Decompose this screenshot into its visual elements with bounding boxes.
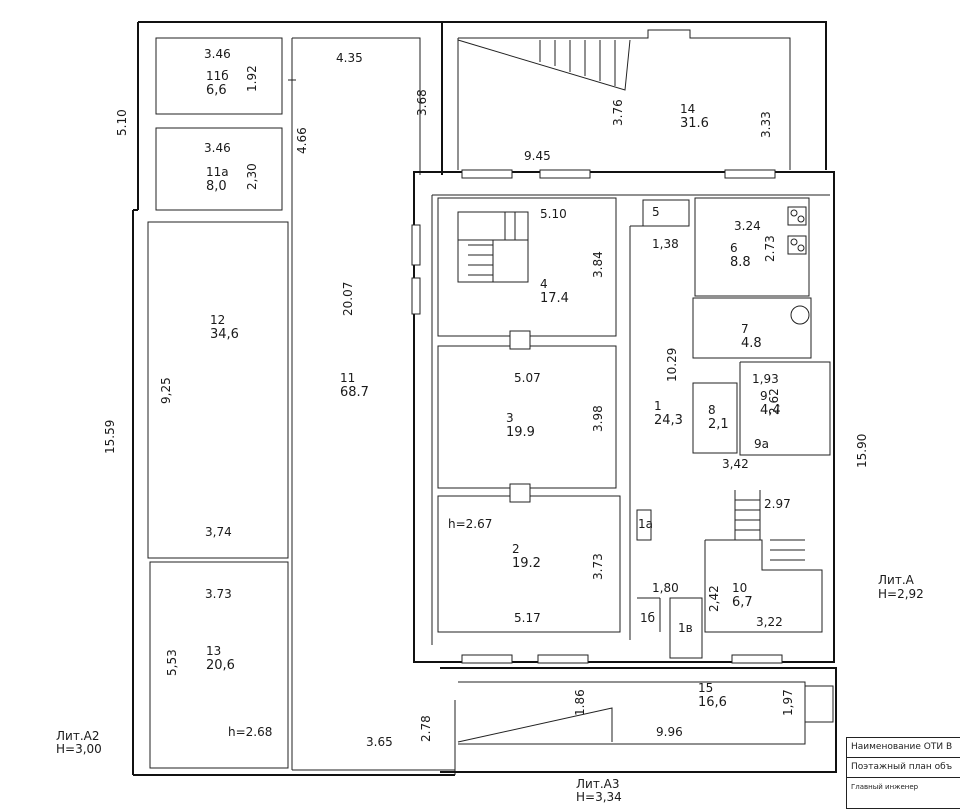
dim-1-92: 1.92	[245, 65, 259, 92]
dim-3-73-room2: 3.73	[591, 553, 605, 580]
room-12-number: 12	[210, 313, 225, 327]
room-9-area: 4,4	[760, 403, 781, 418]
room-2-ceiling-height: h=2.67	[448, 517, 492, 531]
room-11b-area: 6,6	[206, 83, 227, 98]
dim-3-24: 3.24	[734, 219, 761, 233]
title-block-engineer: Главный инженер	[851, 783, 919, 791]
dim-3-33: 3.33	[759, 111, 773, 138]
room-4-number: 4	[540, 277, 548, 291]
dim-1-38: 1,38	[652, 237, 679, 251]
lit-a3-height: H=3,34	[576, 790, 622, 803]
room-12-area: 34,6	[210, 327, 239, 342]
dim-3-84: 3.84	[591, 251, 605, 278]
room-1b-number: 1б	[640, 611, 655, 625]
room-2-number: 2	[512, 542, 520, 556]
dim-2-78: 2.78	[419, 715, 433, 742]
lit-a3-name: Лит.А3	[576, 777, 619, 791]
top-building-walls	[442, 21, 827, 170]
room-13-area: 20,6	[206, 658, 235, 673]
room-2-area: 19.2	[512, 556, 541, 571]
room-3-area: 19.9	[506, 425, 535, 440]
room-11b-number: 11б	[206, 69, 229, 83]
bottom-building-walls	[440, 667, 837, 773]
room-14-number: 14	[680, 102, 695, 116]
room-15-area: 16,6	[698, 695, 727, 710]
room-7-number: 7	[741, 322, 749, 336]
dim-2-97: 2.97	[764, 497, 791, 511]
dim-2-42: 2,42	[707, 585, 721, 612]
dim-5-53: 5,53	[165, 649, 179, 676]
dim-3-42: 3,42	[722, 457, 749, 471]
dim-15-59: 15.59	[103, 420, 117, 454]
room-1v-number: 1в	[678, 621, 693, 635]
left-building-walls	[132, 21, 456, 776]
room-8-area: 2,1	[708, 417, 729, 432]
room-5-number: 5	[652, 205, 660, 219]
dim-3-22: 3,22	[756, 615, 783, 629]
room-14-area: 31.6	[680, 116, 709, 131]
dim-3-68: 3.68	[415, 89, 429, 116]
room-1a-number: 1а	[638, 517, 653, 531]
dim-2-62: 2,62	[767, 388, 781, 415]
dim-1-86: 1.86	[573, 689, 587, 716]
room-1-number: 1	[654, 399, 662, 413]
room-8-number: 8	[708, 403, 716, 417]
room-11a-area: 8,0	[206, 179, 227, 194]
dim-1-97: 1,97	[781, 689, 795, 716]
dim-4-35: 4.35	[336, 51, 363, 65]
dim-5-10-left: 5.10	[115, 109, 129, 136]
dim-4-66: 4.66	[295, 127, 309, 154]
room-11a-number: 11а	[206, 165, 229, 179]
dim-20-07: 20.07	[341, 282, 355, 316]
room-6-area: 8.8	[730, 255, 751, 270]
room-10-number: 10	[732, 581, 747, 595]
lit-a2-name: Лит.А2	[56, 729, 99, 743]
dim-3-65: 3.65	[366, 735, 393, 749]
dimension-labels: 3.46 1.92 3.46 2,30 5.10 4.66 4.35 3.68 …	[103, 47, 869, 749]
dim-9-96: 9.96	[656, 725, 683, 739]
room-9-number: 9	[760, 389, 768, 403]
dim-3-74: 3,74	[205, 525, 232, 539]
dim-5-07: 5.07	[514, 371, 541, 385]
dim-2-30: 2,30	[245, 163, 259, 190]
dim-3-98: 3.98	[591, 405, 605, 432]
room-15-number: 15	[698, 681, 713, 695]
dim-5-10-room4: 5.10	[540, 207, 567, 221]
dim-15-90: 15.90	[855, 434, 869, 468]
room-3-number: 3	[506, 411, 514, 425]
dim-9-45: 9.45	[524, 149, 551, 163]
lit-a-name: Лит.А	[878, 573, 915, 587]
room-13-ceiling-height: h=2.68	[228, 725, 272, 739]
lit-a2-height: H=3,00	[56, 742, 102, 756]
room-13-number: 13	[206, 644, 221, 658]
title-block-plan: Поэтажный план объ	[847, 758, 960, 778]
dim-9-25: 9,25	[159, 377, 173, 404]
room-6-number: 6	[730, 241, 738, 255]
dim-3-46-top: 3.46	[204, 47, 231, 61]
room-1-area: 24,3	[654, 413, 683, 428]
dim-3-76: 3.76	[611, 99, 625, 126]
dim-1-80: 1,80	[652, 581, 679, 595]
room-10-area: 6,7	[732, 595, 753, 610]
room-labels: 11б 6,6 11а 8,0 12 34,6 13 20,6 11 68.7 …	[206, 69, 781, 739]
main-building-walls	[411, 169, 835, 664]
room-7-area: 4.8	[741, 336, 762, 351]
title-block: Наименование ОТИ В Поэтажный план объ Гл…	[846, 737, 960, 809]
dim-1-93: 1,93	[752, 372, 779, 386]
room-11-number: 11	[340, 371, 355, 385]
lit-a-height: H=2,92	[878, 587, 924, 601]
room-4-area: 17.4	[540, 291, 569, 306]
dim-3-73-left: 3.73	[205, 587, 232, 601]
room-9a-number: 9а	[754, 437, 769, 451]
dim-3-46-mid: 3.46	[204, 141, 231, 155]
room-11-area: 68.7	[340, 385, 369, 400]
dim-5-17: 5.17	[514, 611, 541, 625]
lit-labels: Лит.А H=2,92 Лит.А2 H=3,00 Лит.А3 H=3,34	[56, 573, 924, 803]
title-block-name: Наименование ОТИ В	[847, 738, 960, 758]
dim-10-29: 10.29	[665, 348, 679, 382]
dim-2-73: 2.73	[763, 235, 777, 262]
